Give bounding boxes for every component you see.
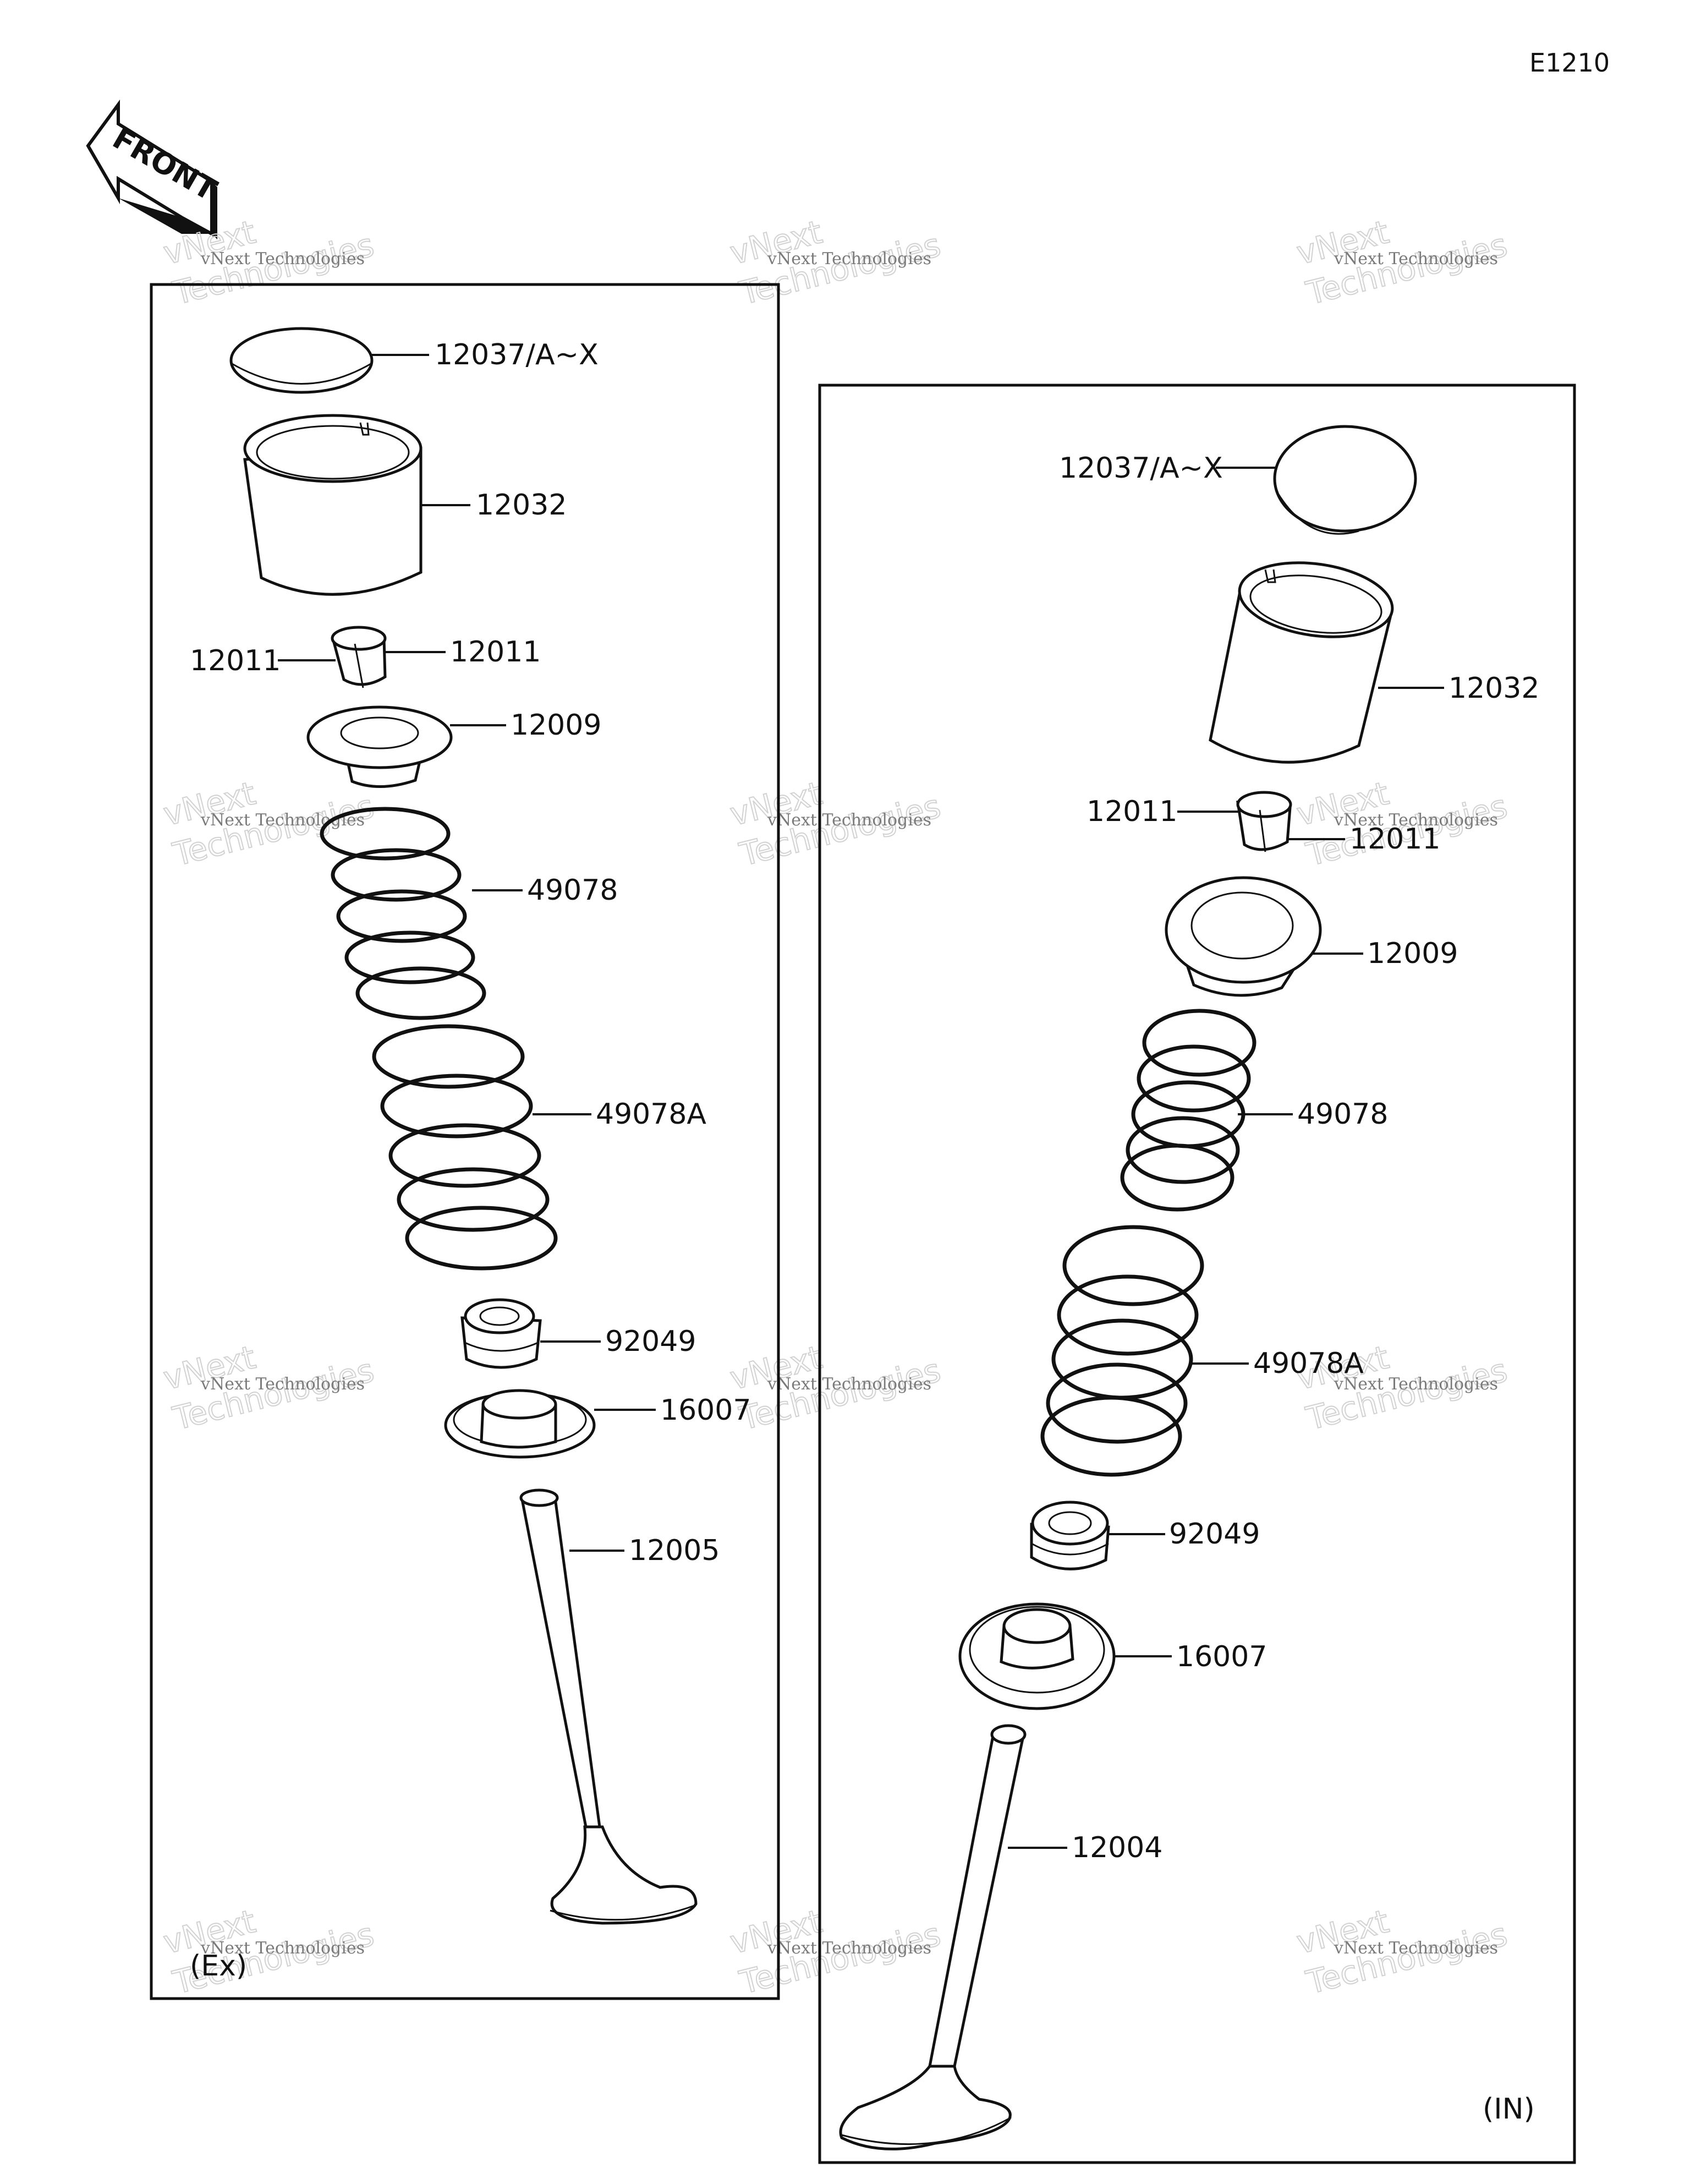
ex-spring-seat-label: 16007 — [660, 1394, 751, 1427]
in-cotter: 12011 12011 — [1087, 791, 1440, 856]
intake-panel: 12037/A~X 12032 12011 12011 12 — [818, 384, 1576, 2164]
intake-panel-frame — [818, 384, 1576, 2164]
in-inner-spring-label: 49078 — [1297, 1098, 1388, 1131]
svg-text:vNext Technologies: vNext Technologies — [767, 811, 931, 830]
in-shim-label: 12037/A~X — [1059, 452, 1223, 485]
exhaust-panel: 12037/A~X 12032 12011 12011 12 — [150, 283, 780, 2000]
svg-text:vNext Technologies: vNext Technologies — [1334, 249, 1498, 269]
in-shim: 12037/A~X — [1059, 425, 1417, 535]
svg-text:vNext Technologies: vNext Technologies — [1334, 811, 1498, 830]
svg-text:vNext Technologies: vNext Technologies — [200, 1375, 365, 1394]
front-arrow-icon: FRONT — [86, 99, 223, 239]
svg-text:vNext Technologies: vNext Technologies — [767, 249, 931, 269]
diagram-code: E1210 — [1529, 48, 1610, 78]
svg-text:vNext Technologies: vNext Technologies — [200, 811, 365, 830]
ex-stem-seal: 92049 — [460, 1298, 696, 1369]
ex-valve: 12005 — [519, 1488, 720, 1925]
in-inner-spring: 49078 — [1120, 1009, 1388, 1212]
svg-text:vNext Technologies: vNext Technologies — [200, 249, 365, 269]
ex-shim-label: 12037/A~X — [435, 338, 599, 371]
ex-retainer-label: 12009 — [511, 709, 601, 742]
in-tappet-label: 12032 — [1448, 672, 1539, 705]
svg-text:vNext Technologies: vNext Technologies — [767, 1375, 931, 1394]
svg-text:vNext Technologies: vNext Technologies — [1334, 1375, 1498, 1394]
ex-inner-spring-label: 49078 — [527, 874, 618, 907]
in-retainer-label: 12009 — [1367, 937, 1458, 970]
in-stem-seal: 92049 — [1030, 1501, 1260, 1570]
ex-tappet: 12032 — [243, 414, 567, 596]
ex-inner-spring: 49078 — [320, 807, 618, 1020]
ex-valve-label: 12005 — [629, 1534, 720, 1567]
in-outer-spring: 49078A — [1040, 1225, 1364, 1477]
exhaust-panel-frame — [150, 283, 780, 2000]
ex-shim: 12037/A~X — [229, 327, 599, 394]
in-cotter-left-label: 12011 — [1087, 795, 1177, 828]
ex-tappet-label: 12032 — [476, 489, 567, 522]
svg-text:vNext Technologies: vNext Technologies — [1334, 1939, 1498, 1958]
svg-text:vNext Technologies: vNext Technologies — [200, 1939, 365, 1958]
in-outer-spring-label: 49078A — [1253, 1347, 1364, 1380]
in-stem-seal-label: 92049 — [1169, 1518, 1260, 1551]
ex-spring-seat: 16007 — [444, 1389, 751, 1459]
in-spring-seat: 16007 — [958, 1602, 1267, 1710]
in-valve: 12004 — [839, 1724, 1162, 2150]
in-valve-label: 12004 — [1072, 1831, 1162, 1864]
ex-retainer: 12009 — [306, 705, 601, 789]
in-tag: (IN) — [1483, 2093, 1535, 2126]
ex-stem-seal-label: 92049 — [605, 1325, 696, 1358]
ex-cotter: 12011 12011 — [190, 626, 541, 688]
svg-text:vNext Technologies: vNext Technologies — [767, 1939, 931, 1958]
ex-cotter-left-label: 12011 — [190, 644, 281, 677]
in-spring-seat-label: 16007 — [1176, 1640, 1267, 1673]
ex-tag: (Ex) — [190, 1950, 247, 1983]
ex-cotter-right-label: 12011 — [450, 636, 541, 669]
in-retainer: 12009 — [1165, 876, 1458, 997]
ex-outer-spring-label: 49078A — [596, 1098, 706, 1131]
ex-outer-spring: 49078A — [372, 1024, 706, 1271]
in-cotter-right-label: 12011 — [1349, 823, 1440, 856]
in-tappet: 12032 — [1209, 561, 1539, 764]
